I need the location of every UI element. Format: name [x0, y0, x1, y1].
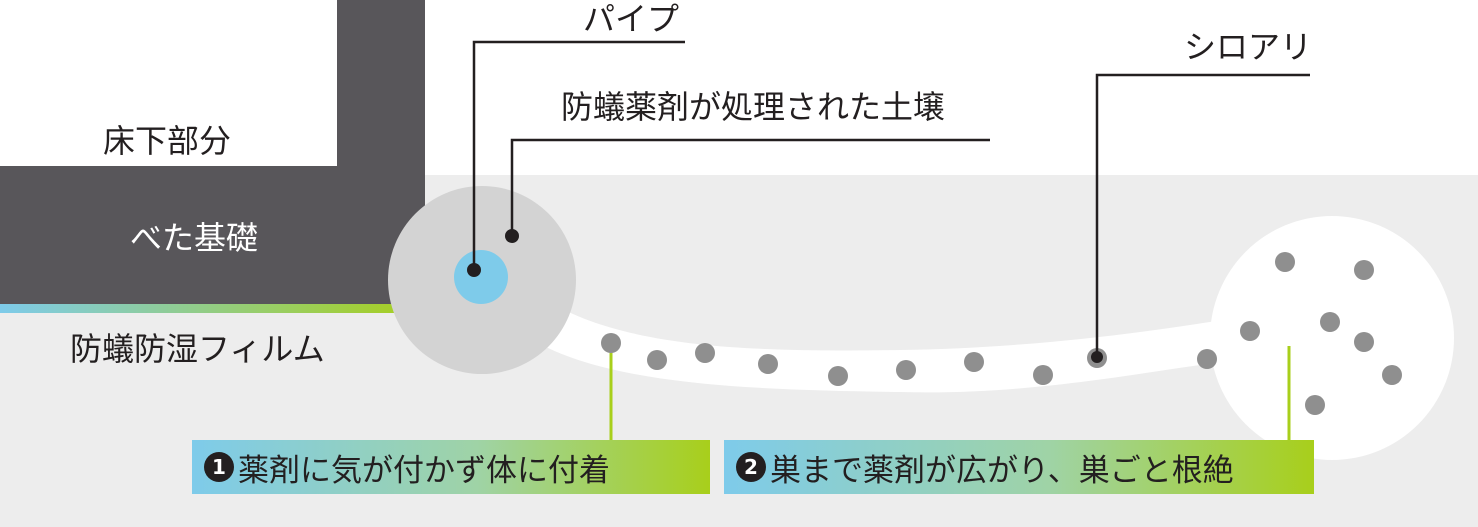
film-strip	[0, 304, 425, 313]
termite-dot	[1197, 349, 1217, 369]
pipe-leader-dot	[467, 263, 481, 277]
step1-text: 薬剤に気が付かず体に付着	[238, 452, 610, 489]
step1-banner: 1 薬剤に気が付かず体に付着	[192, 440, 710, 494]
termite-dot	[1240, 321, 1260, 341]
leader-lines	[472, 40, 1310, 356]
termite-dot	[1382, 365, 1402, 385]
pipe-leader	[472, 40, 685, 270]
termite-dot	[695, 343, 715, 363]
termite-leader	[1095, 73, 1310, 356]
termite-dot	[1033, 365, 1053, 385]
underfloor-label: 床下部分	[103, 122, 232, 160]
termite-tunnel	[540, 296, 1240, 393]
step2-text: 巣まで薬剤が広がり、巣ごと根絶	[770, 452, 1234, 489]
termite-dot	[1354, 260, 1374, 280]
termite-dot	[964, 352, 984, 372]
termite-nest	[1210, 216, 1454, 460]
termite-dot	[758, 354, 778, 374]
film-label: 防蟻防湿フィルム	[70, 330, 325, 368]
step2-number-badge: 2	[736, 452, 766, 482]
foundation-block	[0, 0, 425, 304]
pipe-circle	[454, 250, 508, 304]
termite-dot	[1354, 332, 1374, 352]
foundation-label: べた基礎	[130, 219, 259, 257]
termite-leader-dot	[1091, 351, 1103, 363]
termite-dot	[1275, 252, 1295, 272]
step1-number-badge: 1	[204, 452, 234, 482]
termite-dot	[896, 360, 916, 380]
termite-dot	[1305, 395, 1325, 415]
treated-soil-leader-dot	[505, 229, 519, 243]
pipe-label: パイプ	[583, 0, 680, 38]
termite-dot	[601, 333, 621, 353]
termite-dot	[647, 350, 667, 370]
step-callouts	[609, 346, 1291, 440]
termites	[601, 252, 1402, 415]
termite-label: シロアリ	[1184, 28, 1313, 66]
treated-soil-leader	[510, 138, 990, 236]
step2-banner: 2 巣まで薬剤が広がり、巣ごと根絶	[724, 440, 1314, 494]
termite-dot	[1320, 312, 1340, 332]
leader-dots	[467, 229, 1103, 363]
treated-soil-label: 防蟻薬剤が処理された土壌	[561, 88, 946, 126]
termite-dot	[828, 366, 848, 386]
